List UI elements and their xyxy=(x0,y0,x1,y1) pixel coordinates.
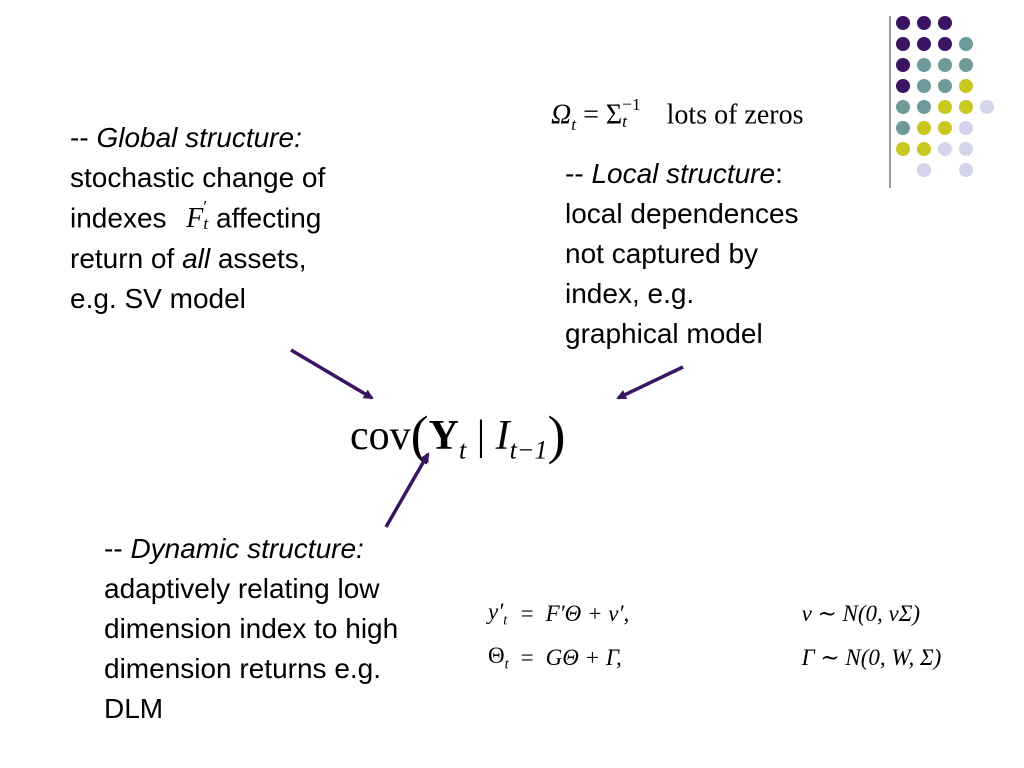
local-line: local dependences xyxy=(565,198,799,229)
decorative-dot xyxy=(917,142,931,156)
decorative-dot xyxy=(938,121,952,135)
decorative-dot xyxy=(896,58,910,72)
i-symbol: I xyxy=(495,413,510,459)
dlm-row-evolution: Θt = GΘ + Γ, Γ ∼ N(0, W, Σ) xyxy=(482,636,947,680)
omega-subscript: t xyxy=(571,114,577,134)
decorative-dot xyxy=(959,79,973,93)
equals-sign: = xyxy=(576,99,606,131)
decorative-dot xyxy=(896,100,910,114)
observation-noise: ν ∼ N(0, vΣ) xyxy=(801,601,921,626)
dlm-equations: y′t = F′Θ + ν′, ν ∼ N(0, vΣ) Θt = GΘ + Γ… xyxy=(482,592,947,680)
decorative-dot xyxy=(938,58,952,72)
global-structure-text: -- Global structure: stochastic change o… xyxy=(70,118,325,319)
global-heading: Global structure: xyxy=(96,122,302,153)
dynamic-arrow xyxy=(384,452,430,528)
cov-operator: cov xyxy=(350,413,411,459)
global-line: stochastic change of xyxy=(70,162,326,193)
ft-prime-symbol: F′t xyxy=(186,198,209,235)
omega-symbol: Ω xyxy=(551,99,572,131)
decorative-dot xyxy=(938,37,952,51)
right-paren: ) xyxy=(547,405,566,465)
decorative-dot xyxy=(938,142,952,156)
equals-sign: = xyxy=(520,601,534,626)
dynamic-line: DLM xyxy=(104,693,164,724)
local-colon: : xyxy=(775,158,783,189)
decorative-dot xyxy=(917,16,931,30)
decorative-dot xyxy=(959,100,973,114)
dynamic-structure-text: -- Dynamic structure: adaptively relatin… xyxy=(104,529,398,729)
dynamic-line: dimension returns e.g. xyxy=(104,653,382,684)
y-subscript: t xyxy=(503,612,508,629)
sigma-symbol: Σ xyxy=(605,99,623,131)
decorative-dot xyxy=(959,163,973,177)
local-line: graphical model xyxy=(565,318,763,349)
sigma-superscript: −1 xyxy=(622,95,641,114)
i-subscript: t−1 xyxy=(509,435,548,465)
left-paren: ( xyxy=(410,405,429,465)
decorative-dot xyxy=(896,16,910,30)
covariance-equation: cov(Yt | It−1) xyxy=(350,404,565,466)
global-emphasis: all xyxy=(182,243,211,275)
ft-letter: F xyxy=(186,203,204,235)
observation-rhs: F′Θ + ν′, xyxy=(545,601,630,626)
global-line: return of xyxy=(70,243,183,275)
global-prefix: -- xyxy=(70,122,97,153)
global-line: assets, xyxy=(210,243,307,275)
decorative-dot xyxy=(959,142,973,156)
local-prefix: -- xyxy=(565,158,592,189)
decorative-dot xyxy=(917,58,931,72)
evolution-rhs: GΘ + Γ, xyxy=(545,645,622,670)
global-arrow xyxy=(290,348,374,400)
global-line: indexes xyxy=(70,202,167,234)
conditional-bar: | xyxy=(466,413,496,459)
decorative-dot xyxy=(917,100,931,114)
local-heading: Local structure xyxy=(591,158,776,189)
global-line: affecting xyxy=(208,202,322,234)
y-prime: y′ xyxy=(488,598,504,624)
ft-subscript: t xyxy=(203,214,209,234)
decorative-dot xyxy=(896,79,910,93)
decorative-dot xyxy=(959,58,973,72)
ft-prime: ′ xyxy=(203,197,208,216)
dynamic-prefix: -- xyxy=(104,533,131,564)
dynamic-heading: Dynamic structure: xyxy=(130,533,364,564)
dlm-row-observation: y′t = F′Θ + ν′, ν ∼ N(0, vΣ) xyxy=(482,592,947,636)
decorative-dot xyxy=(959,121,973,135)
decorative-dot xyxy=(938,79,952,93)
sigma-subscript: t xyxy=(622,112,627,132)
theta-subscript: t xyxy=(504,656,509,673)
theta: Θ xyxy=(488,642,505,668)
local-line: not captured by xyxy=(565,238,759,269)
dynamic-line: adaptively relating low xyxy=(104,573,380,604)
decorative-dot xyxy=(917,37,931,51)
decorative-dot xyxy=(980,100,994,114)
decorative-dot xyxy=(917,163,931,177)
decorative-dot xyxy=(938,100,952,114)
divider-line xyxy=(889,16,891,188)
decorative-dot xyxy=(917,79,931,93)
decorative-dot xyxy=(896,37,910,51)
equals-sign: = xyxy=(520,645,534,670)
dynamic-line: dimension index to high xyxy=(104,613,399,644)
decorative-dot xyxy=(959,37,973,51)
global-line: e.g. SV model xyxy=(70,283,246,315)
decorative-dot xyxy=(896,142,910,156)
local-structure-text: -- Local structure: local dependences no… xyxy=(565,154,799,354)
lots-of-zeros-text: lots of zeros xyxy=(666,99,804,131)
local-arrow xyxy=(616,365,684,400)
y-subscript: t xyxy=(458,435,467,465)
decorative-dot xyxy=(917,121,931,135)
evolution-noise: Γ ∼ N(0, W, Σ) xyxy=(801,645,942,670)
y-bold: Y xyxy=(428,413,459,459)
local-line: index, e.g. xyxy=(565,278,695,309)
decorative-dot xyxy=(896,121,910,135)
decorative-dot xyxy=(938,16,952,30)
